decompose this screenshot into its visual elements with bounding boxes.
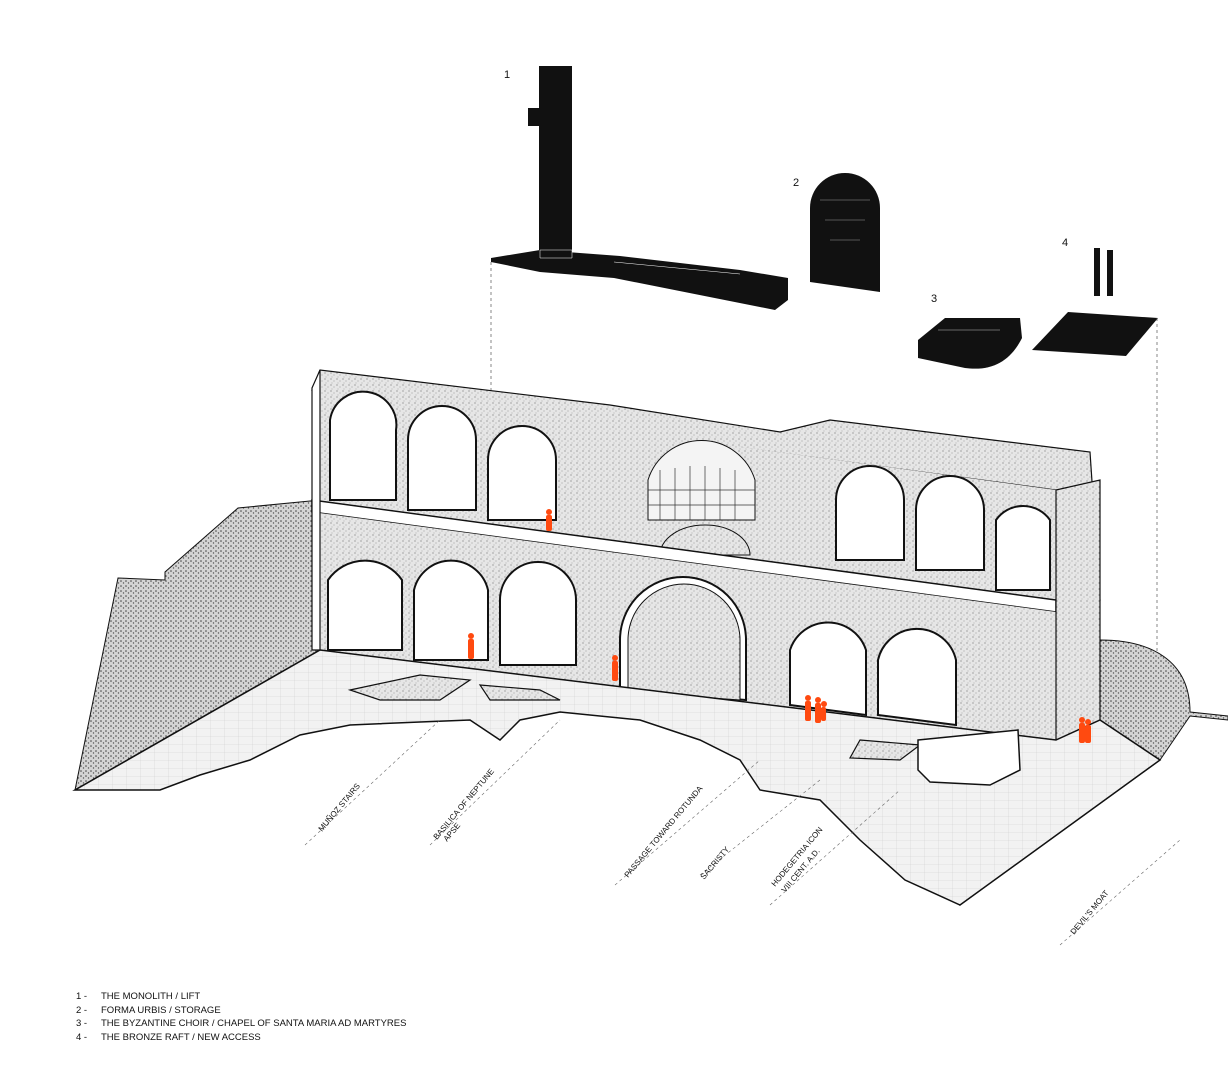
legend-number: 3 - [76,1018,88,1029]
figure-group-3 [821,701,827,721]
legend-text: THE BYZANTINE CHOIR / CHAPEL OF SANTA MA… [101,1018,407,1029]
callout-1: 1 [504,69,510,81]
callout-4: 4 [1062,237,1068,249]
label-devils-moat: DEVIL'S MOAT [1069,888,1111,936]
callout-2: 2 [793,177,799,189]
figure-passage [612,655,618,681]
label-basilica-line1: BASILICA OF NEPTUNE [432,767,496,841]
legend-number: 4 - [76,1031,88,1043]
figure-right-1 [1079,717,1085,743]
figure-group-2 [815,697,821,723]
figure-upper [546,509,552,531]
legend-item: 1 - THE MONOLITH / LIFT [76,990,406,1004]
label-munoz-stairs: MUÑOZ STAIRS [317,782,362,834]
legend-text: FORMA URBIS / STORAGE [101,1004,221,1016]
figure-right-2 [1085,719,1091,743]
legend-item: 3 - THE BYZANTINE CHOIR / CHAPEL OF SANT… [76,1017,406,1031]
pantheon-section [311,369,1101,741]
callout-3: 3 [931,293,937,305]
byzantine-choir [918,318,1022,369]
legend-item: 2 - FORMA URBIS / STORAGE [76,1004,406,1018]
bronze-raft [1032,248,1158,356]
legend-number: 2 - [76,1004,88,1016]
legend-text: THE BRONZE RAFT / NEW ACCESS [101,1031,261,1043]
label-passage: PASSAGE TOWARD ROTUNDA [623,784,705,880]
figure-group-1 [805,695,811,721]
label-sacristy: SACRISTY [699,844,732,881]
label-leaders [304,719,1181,946]
dome-window [647,440,756,556]
legend-item: 4 - THE BRONZE RAFT / NEW ACCESS [76,1031,406,1045]
legend: 1 - THE MONOLITH / LIFT 2 - FORMA URBIS … [76,990,406,1044]
forma-urbis-storage [810,173,880,292]
monolith-lift [491,66,788,310]
floor-plan [72,649,1162,906]
figure-stairs [468,633,474,659]
legend-text: THE MONOLITH / LIFT [101,991,201,1002]
human-figures [468,509,1091,743]
legend-number: 1 - [76,991,88,1002]
